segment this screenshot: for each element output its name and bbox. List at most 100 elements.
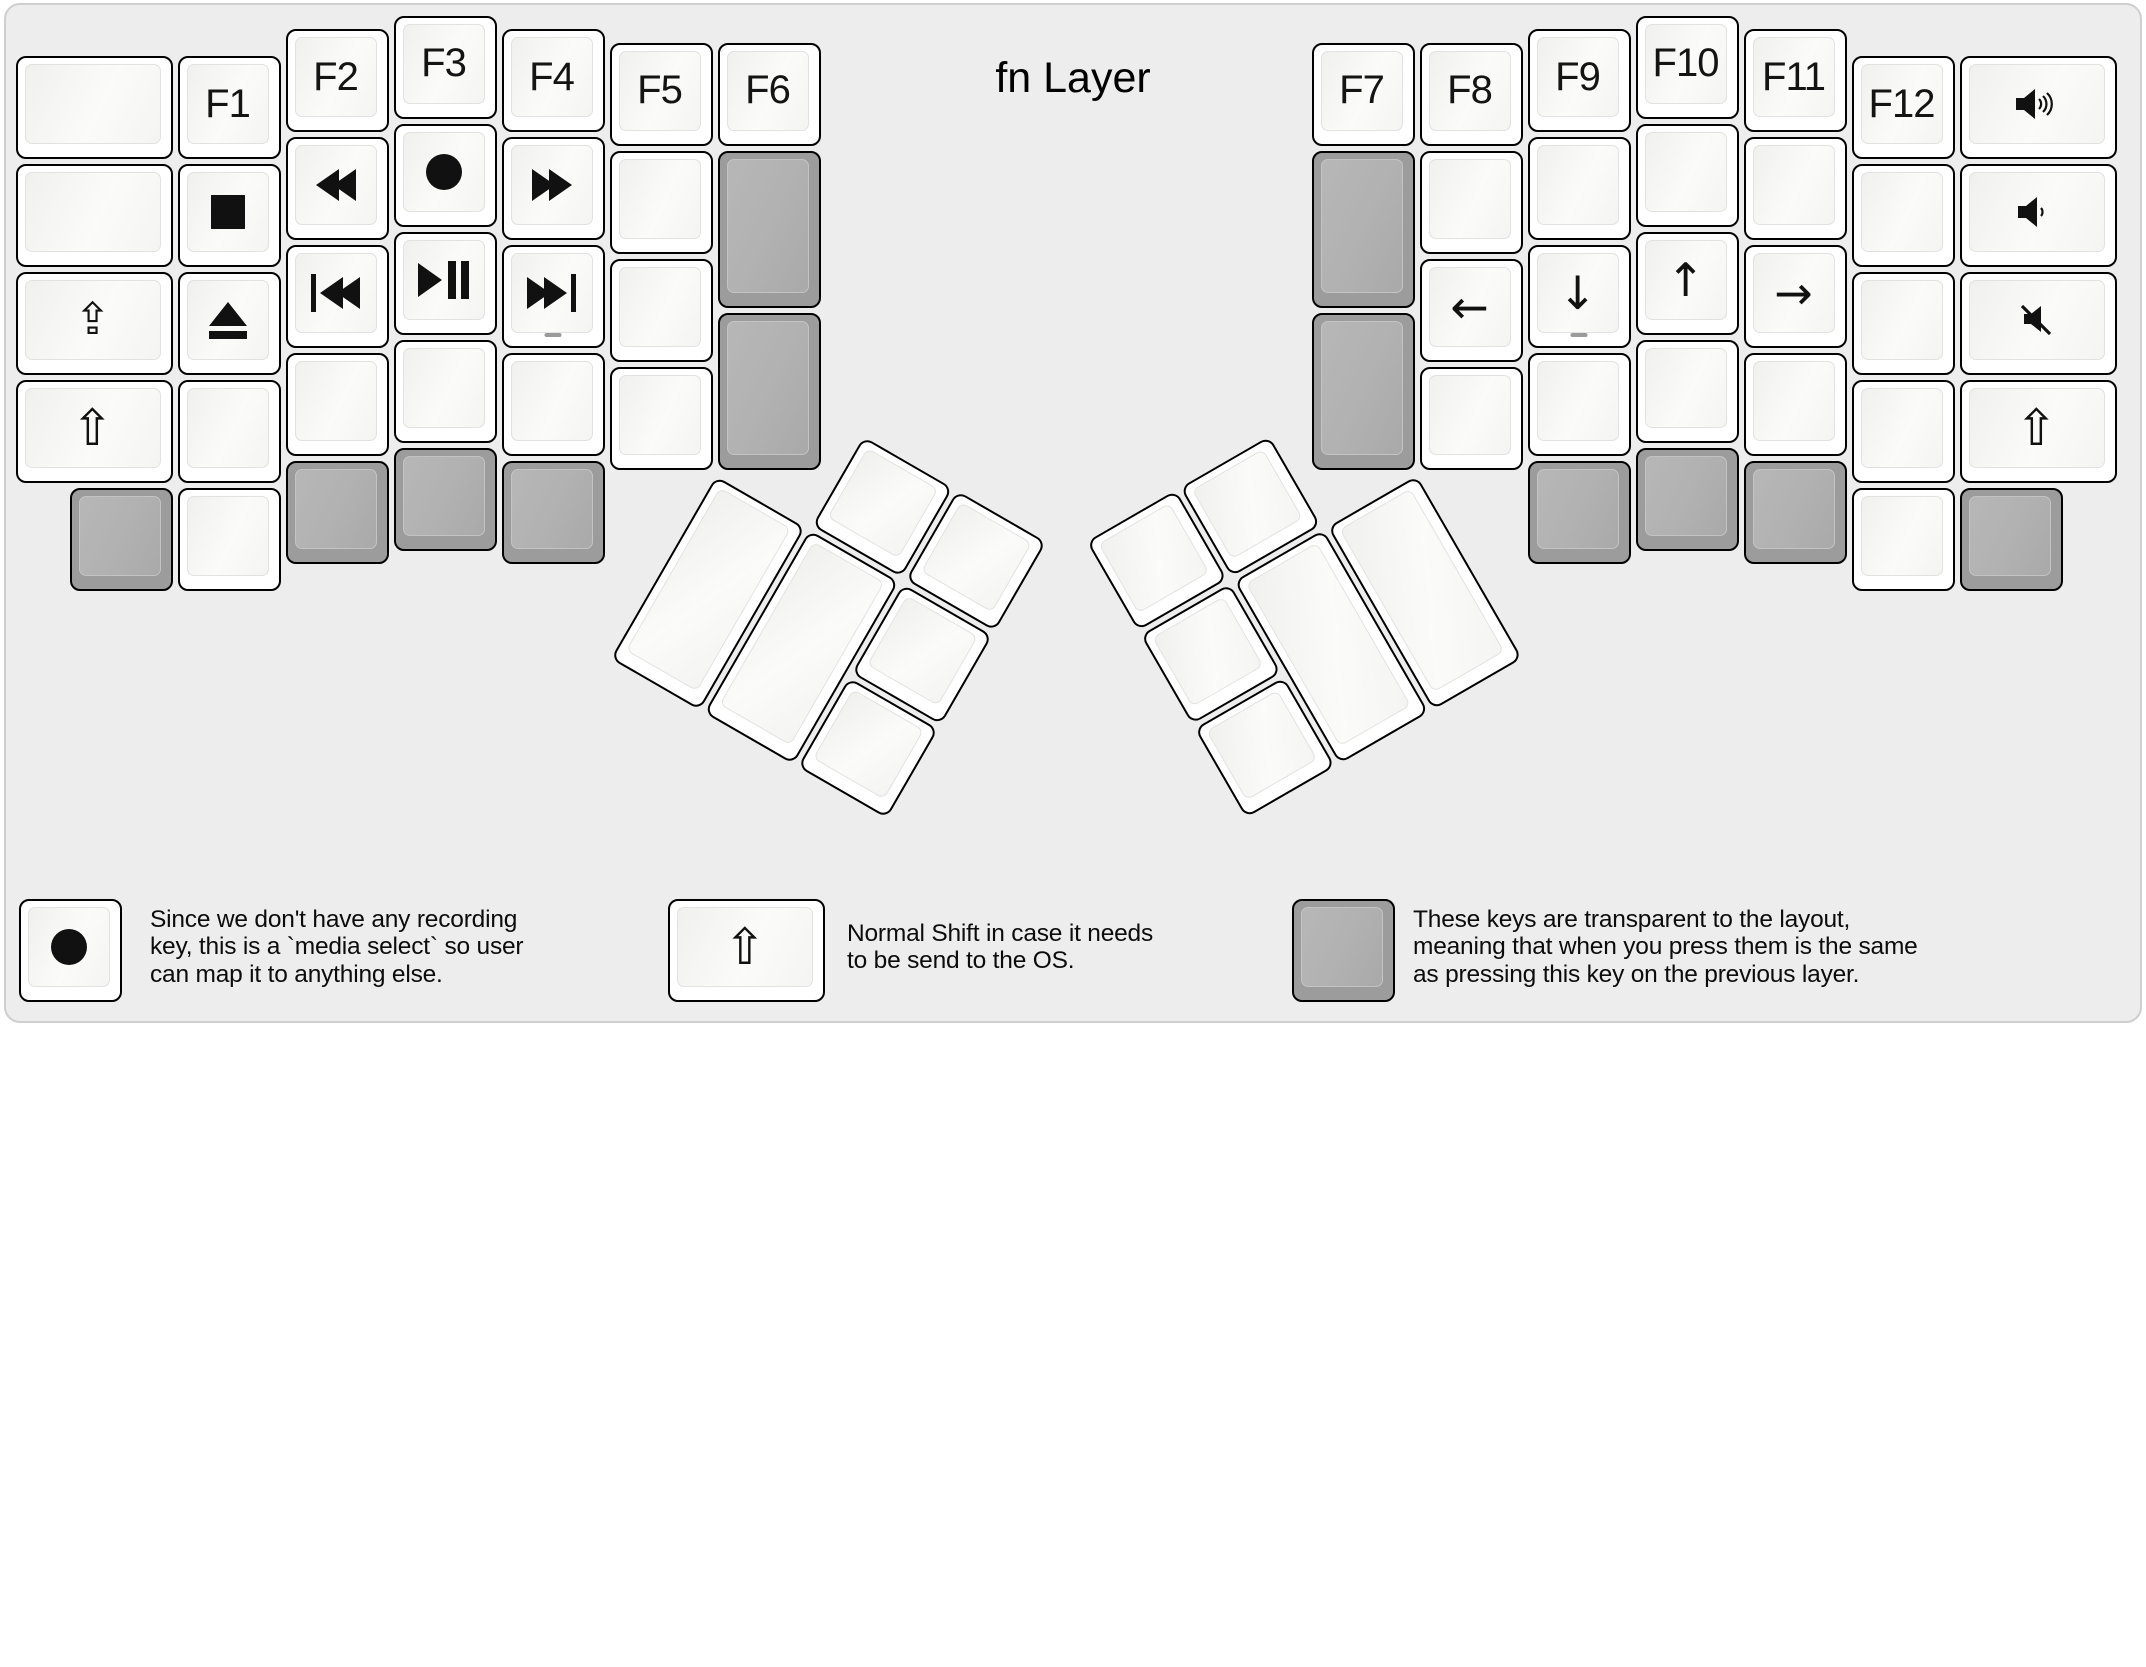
key-f7[interactable]: F7 xyxy=(1311,42,1415,146)
key-f5[interactable]: F5 xyxy=(609,42,713,146)
key-blank[interactable] xyxy=(15,56,173,159)
keycap-top xyxy=(1968,496,2051,576)
keycap-top xyxy=(618,374,701,455)
key-shift-left[interactable]: ⇧ xyxy=(15,380,173,483)
key-play-pause[interactable] xyxy=(393,231,497,335)
keycap-top xyxy=(402,239,485,320)
key-shift-right[interactable]: ⇧ xyxy=(1959,380,2117,483)
keycap-top: F2 xyxy=(294,37,377,117)
key-transparent[interactable] xyxy=(1311,312,1415,470)
key-blank[interactable] xyxy=(501,353,605,456)
key-transparent[interactable] xyxy=(1743,461,1847,564)
keycap-top: F1 xyxy=(186,64,269,144)
key-blank[interactable] xyxy=(15,164,173,267)
key-f1[interactable]: F1 xyxy=(177,56,281,159)
keycap-top xyxy=(1860,172,1943,252)
key-stop[interactable] xyxy=(177,164,281,267)
key-next-track[interactable] xyxy=(501,245,605,348)
key-blank[interactable] xyxy=(609,150,713,254)
key-blank[interactable] xyxy=(177,380,281,483)
keycap-top xyxy=(510,253,593,333)
key-blank[interactable] xyxy=(1851,272,1955,375)
keycap-top: ↓ xyxy=(1536,253,1619,333)
record-icon xyxy=(425,153,462,190)
key-label: F9 xyxy=(1555,54,1601,99)
keycap-top xyxy=(1752,145,1835,225)
key-f11[interactable]: F11 xyxy=(1743,29,1847,132)
key-f6[interactable]: F6 xyxy=(717,42,821,146)
key-blank[interactable] xyxy=(1851,380,1955,483)
key-f12[interactable]: F12 xyxy=(1851,56,1955,159)
key-f10[interactable]: F10 xyxy=(1635,15,1739,119)
key-arrow-up[interactable]: ↑ xyxy=(1635,231,1739,335)
key-transparent[interactable] xyxy=(285,461,389,564)
key-blank[interactable] xyxy=(285,353,389,456)
keycap-top: ⇪ xyxy=(24,280,161,360)
keycap-top: F12 xyxy=(1860,64,1943,144)
arrow-up-icon: ↑ xyxy=(1666,252,1705,307)
key-blank[interactable] xyxy=(1419,150,1523,254)
key-label: F8 xyxy=(1447,68,1493,112)
key-arrow-right[interactable]: → xyxy=(1743,245,1847,348)
keycap-top xyxy=(1320,320,1403,455)
key-blank[interactable] xyxy=(1635,339,1739,443)
key-f3[interactable]: F3 xyxy=(393,15,497,119)
key-transparent[interactable] xyxy=(393,447,497,551)
key-eject[interactable] xyxy=(177,272,281,375)
key-fast-forward[interactable] xyxy=(501,137,605,240)
key-record-media-select[interactable] xyxy=(393,123,497,227)
key-f9[interactable]: F9 xyxy=(1527,29,1631,132)
keycap-top: F3 xyxy=(402,23,485,104)
key-transparent[interactable] xyxy=(1311,150,1415,308)
keycap-top: ↑ xyxy=(1644,239,1727,320)
key-blank[interactable] xyxy=(609,366,713,470)
key-blank[interactable] xyxy=(177,488,281,591)
key-transparent[interactable] xyxy=(69,488,173,591)
key-blank[interactable] xyxy=(1527,137,1631,240)
key-blank[interactable] xyxy=(609,258,713,362)
key-arrow-down[interactable]: ↓ xyxy=(1527,245,1631,348)
keycap-top xyxy=(1752,361,1835,441)
keycap-top xyxy=(24,172,161,252)
key-rewind[interactable] xyxy=(285,137,389,240)
key-volume-up[interactable] xyxy=(1959,56,2117,159)
key-prev-track[interactable] xyxy=(285,245,389,348)
key-transparent[interactable] xyxy=(717,150,821,308)
key-blank[interactable] xyxy=(1419,366,1523,470)
key-label: F4 xyxy=(529,54,575,99)
key-caps-lock[interactable]: ⇪ xyxy=(15,272,173,375)
key-transparent[interactable] xyxy=(1527,461,1631,564)
keycap-top xyxy=(402,131,485,212)
arrow-left-icon: ← xyxy=(1450,279,1489,334)
keycap-top xyxy=(186,496,269,576)
keycap-top xyxy=(1968,64,2105,144)
arrow-right-icon: → xyxy=(1774,266,1813,320)
keycap-top xyxy=(186,172,269,252)
key-blank[interactable] xyxy=(393,339,497,443)
key-blank[interactable] xyxy=(1527,353,1631,456)
key-f4[interactable]: F4 xyxy=(501,29,605,132)
keycap-top: F10 xyxy=(1644,23,1727,104)
key-f2[interactable]: F2 xyxy=(285,29,389,132)
key-blank[interactable] xyxy=(1743,137,1847,240)
key-arrow-left[interactable]: ← xyxy=(1419,258,1523,362)
key-transparent[interactable] xyxy=(501,461,605,564)
keycap-top xyxy=(294,145,377,225)
key-transparent[interactable] xyxy=(717,312,821,470)
keycap-top xyxy=(1536,361,1619,441)
keycap-top xyxy=(1301,907,1383,987)
keycap-top xyxy=(402,455,485,536)
key-transparent[interactable] xyxy=(1635,447,1739,551)
key-blank[interactable] xyxy=(1743,353,1847,456)
record-icon xyxy=(51,929,87,965)
key-blank[interactable] xyxy=(1851,164,1955,267)
fast-forward-icon xyxy=(531,169,572,201)
key-blank[interactable] xyxy=(1635,123,1739,227)
key-volume-down[interactable] xyxy=(1959,164,2117,267)
key-mute[interactable] xyxy=(1959,272,2117,375)
key-blank[interactable] xyxy=(1851,488,1955,591)
key-f8[interactable]: F8 xyxy=(1419,42,1523,146)
key-transparent[interactable] xyxy=(1959,488,2063,591)
legend-transparent-keys-text: These keys are transparent to the layout… xyxy=(1413,906,1918,988)
